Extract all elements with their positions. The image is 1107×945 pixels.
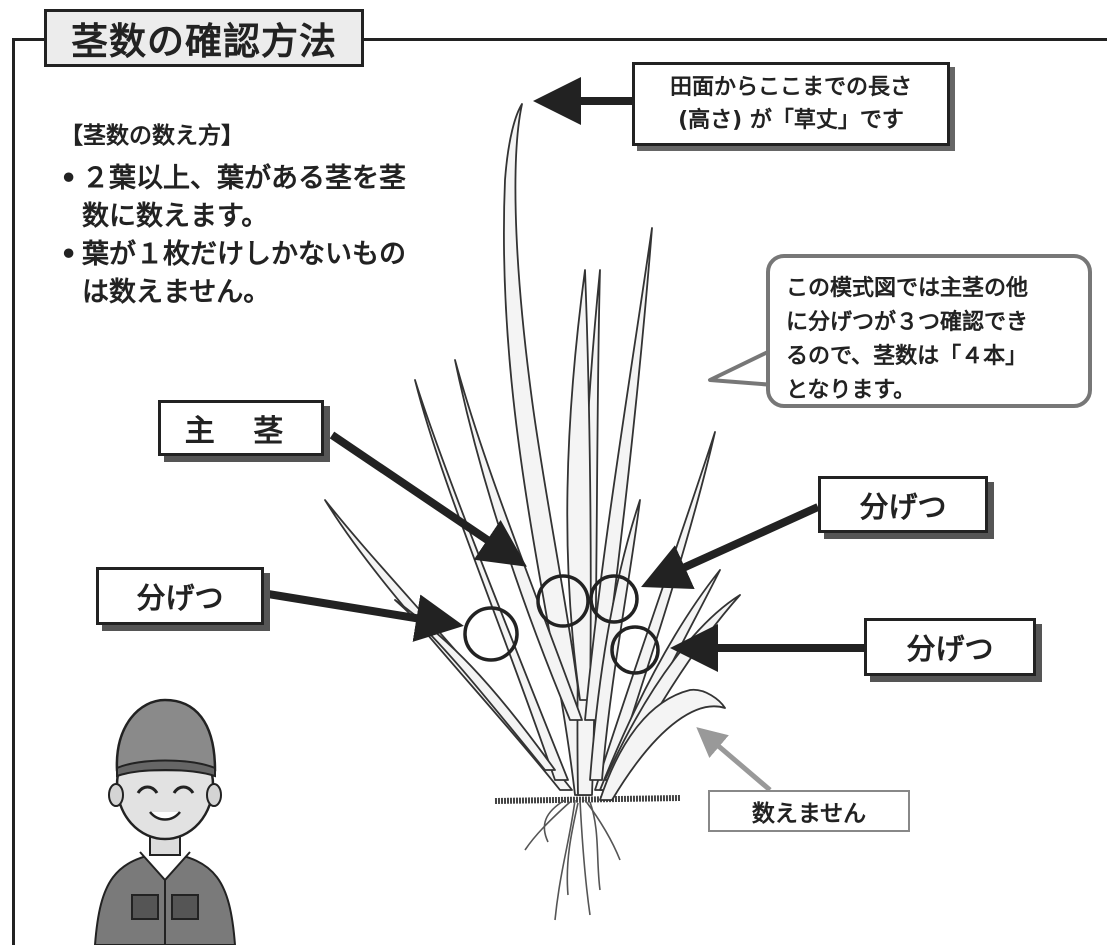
instruction-item: • 葉が１枚だけしかないものは数えません。 <box>60 236 420 312</box>
counting-instructions: 【茎数の数え方】 • ２葉以上、葉がある茎を茎数に数えます。 • 葉が１枚だけし… <box>60 116 420 312</box>
main-stem-label: 主 茎 <box>158 400 324 456</box>
pointer-arrows <box>267 77 864 672</box>
page-title: 茎数の確認方法 <box>44 9 364 67</box>
frame-top-border <box>12 38 1107 41</box>
speech-line: に分げつが３つ確認でき <box>786 310 1029 335</box>
main-stem-arrow <box>329 431 527 567</box>
roots <box>524 799 621 921</box>
tiller-markers <box>463 574 660 675</box>
farmer-character <box>93 698 237 945</box>
tiller-circle-upper-right <box>589 574 639 624</box>
tiller-label-right-upper: 分げつ <box>818 476 988 533</box>
tiller-label-left: 分げつ <box>96 567 264 625</box>
instruction-text: ２葉以上、葉がある茎を茎数に数えます。 <box>82 163 406 232</box>
not-counted-arrow <box>696 727 772 792</box>
tiller-right-upper-arrow <box>641 503 820 590</box>
speech-line: となります。 <box>786 378 916 403</box>
speech-bubble-tail <box>708 347 775 387</box>
tiller-label-right-lower: 分げつ <box>864 618 1036 676</box>
plant-height-note: 田面からここまでの長さ (高さ) が「草丈」です <box>632 62 950 146</box>
tiller-left-arrow <box>267 590 464 642</box>
instruction-text: 葉が１枚だけしかないものは数えません。 <box>82 239 406 308</box>
leaf <box>584 227 653 721</box>
bullet-icon: • <box>60 239 78 270</box>
not-counted-label: 数えません <box>708 790 910 832</box>
leaf <box>394 599 556 771</box>
leaf <box>594 431 716 791</box>
plant-height-note-line: (高さ) が「草丈」です <box>678 108 904 133</box>
plant-height-note-line: 田面からここまでの長さ <box>669 75 912 100</box>
leaf <box>599 688 726 801</box>
explanation-speech-bubble: この模式図では主茎の他 に分げつが３つ確認でき るので、茎数は「４本」 となりま… <box>766 254 1092 408</box>
main-stem-circle <box>536 574 590 628</box>
tiller-circle-left <box>463 606 519 662</box>
bullet-icon: • <box>60 163 78 194</box>
page-title-text: 茎数の確認方法 <box>71 20 337 63</box>
tiller-circle-lower-right <box>610 625 660 675</box>
instruction-item: • ２葉以上、葉がある茎を茎数に数えます。 <box>60 160 420 236</box>
instructions-heading: 【茎数の数え方】 <box>60 123 244 149</box>
speech-line: るので、茎数は「４本」 <box>786 344 1028 369</box>
speech-line: この模式図では主茎の他 <box>786 276 1029 301</box>
ground-line <box>494 795 681 804</box>
leaves <box>324 103 741 801</box>
frame-left-border <box>12 38 15 945</box>
